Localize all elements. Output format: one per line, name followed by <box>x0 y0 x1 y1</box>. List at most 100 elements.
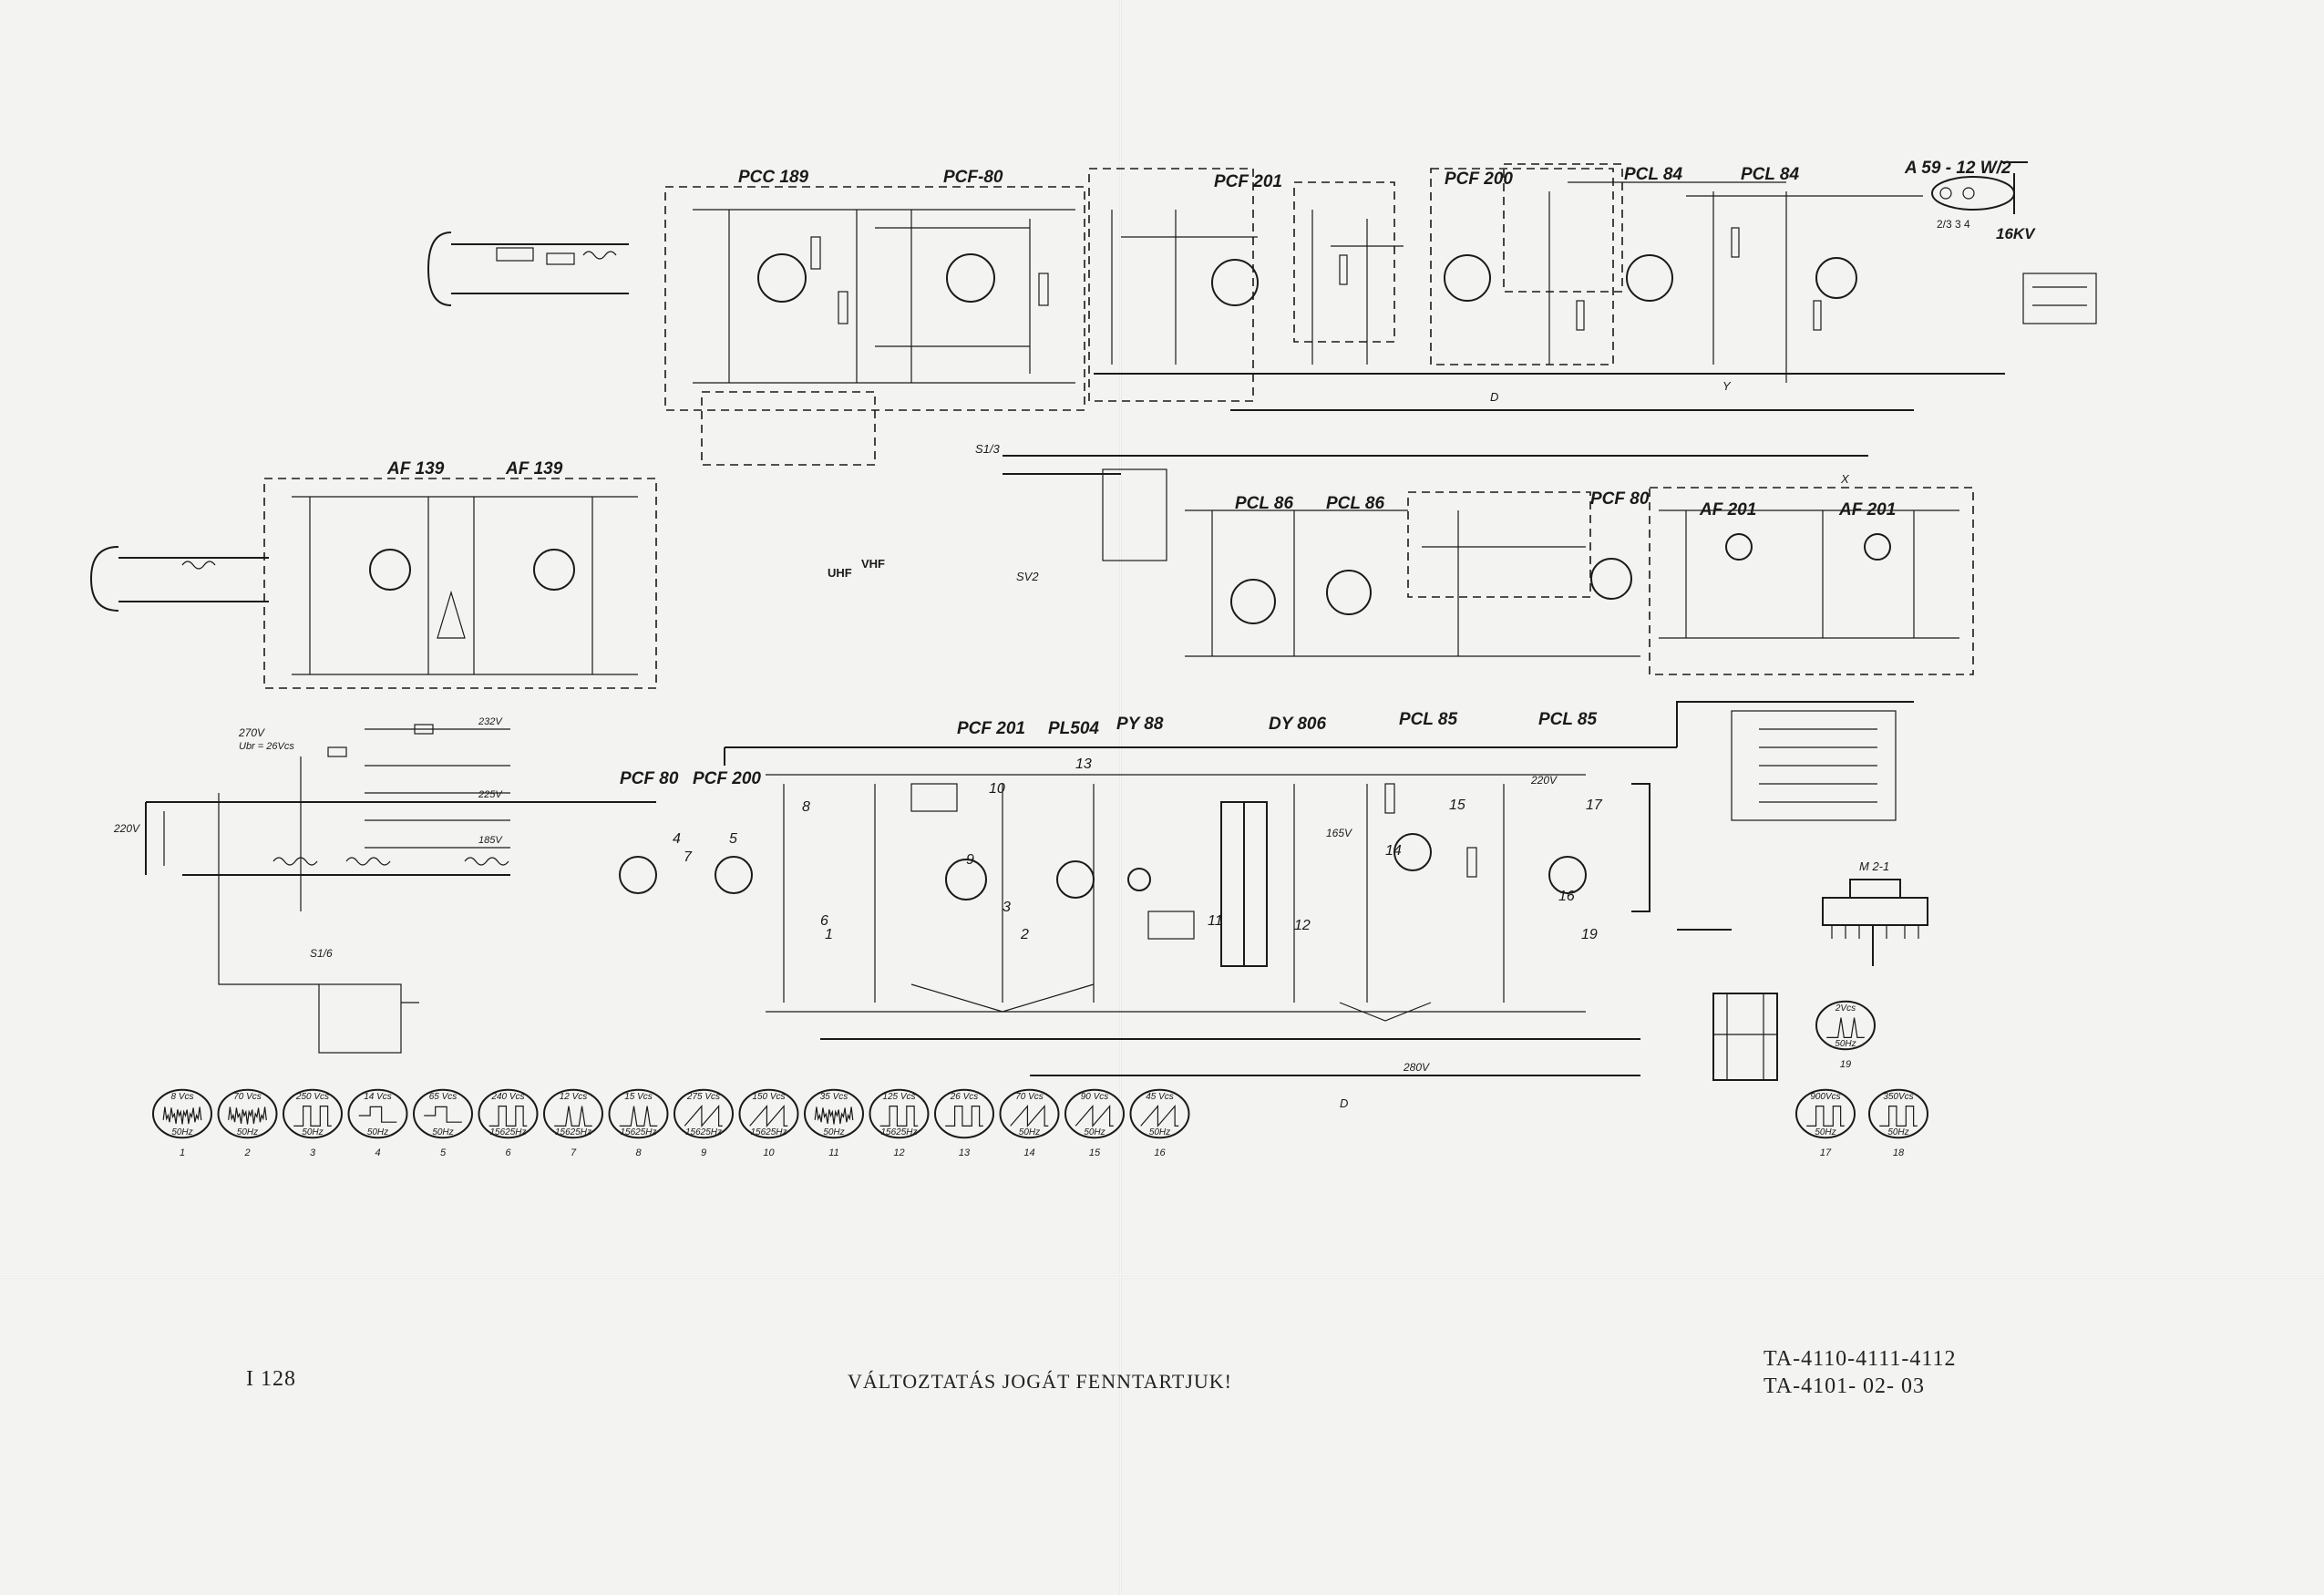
oscillogram-number: 17 <box>1820 1147 1832 1158</box>
scope-screen <box>543 1088 603 1139</box>
oscillogram-number: 6 <box>505 1147 511 1158</box>
page-number: I 128 <box>246 1367 296 1391</box>
waveform-trace <box>358 1106 397 1123</box>
oscillogram-frequency: 50Hz <box>1835 1039 1856 1049</box>
waveform-trace <box>1140 1104 1179 1128</box>
oscillogram-frequency: 15625Hz <box>880 1127 917 1137</box>
rights-reserved-notice: VÁLTOZTATÁS JOGÁT FENNTARTJUK! <box>848 1370 1232 1393</box>
oscillogram-amplitude: 275 Vcs <box>686 1092 720 1102</box>
scope-screen <box>934 1088 994 1139</box>
stage-number: 11 <box>1208 913 1223 929</box>
oscillogram-frequency: 15625Hz <box>750 1127 787 1137</box>
scope-screen <box>1868 1088 1928 1139</box>
stage-number: 3 <box>1003 900 1011 915</box>
oscillogram-number: 11 <box>828 1147 838 1158</box>
stage-number: 5 <box>729 831 737 847</box>
oscillogram-frequency: 15625Hz <box>489 1127 526 1137</box>
v185-label: 185V <box>478 835 503 846</box>
crt-connector <box>2022 273 2097 324</box>
oscillogram: 900Vcs 50Hz 17 <box>1795 1088 1856 1158</box>
scope-screen <box>999 1088 1060 1139</box>
v232-label: 232V <box>478 716 503 727</box>
stage-number: 7 <box>684 849 693 865</box>
paper-fold-horizontal <box>0 1276 2324 1279</box>
crt-symbol <box>1931 161 2028 214</box>
oscillogram-amplitude: 350Vcs <box>1883 1092 1913 1102</box>
oscillogram-amplitude: 70 Vcs <box>233 1092 262 1102</box>
waveform-trace <box>684 1104 723 1128</box>
oscillogram-frequency: 50Hz <box>367 1127 388 1137</box>
oscillogram-number: 8 <box>635 1147 642 1158</box>
oscillogram-frequency: 15625Hz <box>555 1127 591 1137</box>
supply-220v-label: 220V <box>113 822 140 835</box>
oscillogram-number: 1 <box>180 1147 185 1158</box>
tube-label-pcl86-a: PCL 86 <box>1235 494 1294 513</box>
switch-s13-label: S1/3 <box>975 442 1001 456</box>
oscillogram-frequency: 50Hz <box>171 1127 192 1137</box>
oscillogram-frequency: 50Hz <box>432 1127 453 1137</box>
oscillogram-number: 14 <box>1023 1147 1034 1158</box>
scope-screen <box>478 1088 539 1139</box>
oscillogram: 12 Vcs 15625Hz 7 <box>543 1088 603 1158</box>
transistor-label-af139-b: AF 139 <box>505 459 563 478</box>
scope-screen <box>413 1088 473 1139</box>
tube-label-pcf80-sync: PCF 80 <box>620 769 679 788</box>
tube-label-pcl85-b: PCL 85 <box>1538 710 1598 729</box>
oscillogram-number: 18 <box>1893 1147 1905 1158</box>
oscillogram-frequency: 50Hz <box>1084 1127 1105 1137</box>
stage-number: 1 <box>825 927 833 942</box>
stage-number: 8 <box>802 799 810 815</box>
waveform-trace <box>228 1106 267 1125</box>
oscillogram-number: 7 <box>571 1147 577 1158</box>
tuner-block <box>427 186 1085 466</box>
scope-screen <box>1815 1000 1876 1051</box>
waveform-trace <box>619 1106 658 1127</box>
scope-screen <box>1795 1088 1856 1139</box>
oscillogram-amplitude: 900Vcs <box>1810 1092 1840 1102</box>
oscillogram-amplitude: 240 Vcs <box>490 1092 524 1102</box>
connector-m21-label: M 2-1 <box>1859 859 1889 873</box>
oscillogram-amplitude: 150 Vcs <box>752 1092 785 1102</box>
tube-label-pcf200-sync: PCF 200 <box>693 769 761 788</box>
v220-right-label: 220V <box>1530 774 1558 787</box>
deflection-section <box>619 701 1914 1076</box>
oscillogram-amplitude: 12 Vcs <box>560 1092 588 1102</box>
oscillogram-amplitude: 125 Vcs <box>882 1092 915 1102</box>
oscillogram-number: 15 <box>1089 1147 1101 1158</box>
waveform-trace <box>1806 1106 1845 1127</box>
oscillogram-number: 13 <box>959 1147 971 1158</box>
scope-screen <box>608 1088 669 1139</box>
transistor-label-af201-a: AF 201 <box>1699 500 1756 520</box>
scope-screen <box>738 1088 799 1139</box>
transistor-label-af139-a: AF 139 <box>386 459 445 478</box>
scope-screen <box>674 1088 734 1139</box>
tube-label-pcc189: PCC 189 <box>738 168 809 187</box>
oscillogram-amplitude: 45 Vcs <box>1146 1092 1174 1102</box>
scope-screen <box>804 1088 864 1139</box>
oscillogram-number: 5 <box>440 1147 447 1158</box>
v225-label: 225V <box>478 789 503 800</box>
scope-screen <box>347 1088 408 1139</box>
tube-label-pcl85-a: PCL 85 <box>1399 710 1458 729</box>
oscillogram-amplitude: 250 Vcs <box>295 1092 329 1102</box>
oscillogram-frequency: 50Hz <box>1815 1127 1836 1137</box>
waveform-trace <box>554 1106 592 1127</box>
scope-screen <box>869 1088 930 1139</box>
d-label-bottom: D <box>1340 1096 1348 1110</box>
stage-number: 13 <box>1075 756 1092 772</box>
sound-section <box>1003 455 1974 675</box>
waveform-trace <box>488 1106 528 1127</box>
if-video-section <box>1088 163 2005 411</box>
tube-label-py88: PY 88 <box>1116 715 1164 734</box>
oscillogram-frequency: 50Hz <box>237 1127 258 1137</box>
sv2-label: SV2 <box>1016 570 1039 583</box>
uhf-tuner-block <box>89 478 657 689</box>
